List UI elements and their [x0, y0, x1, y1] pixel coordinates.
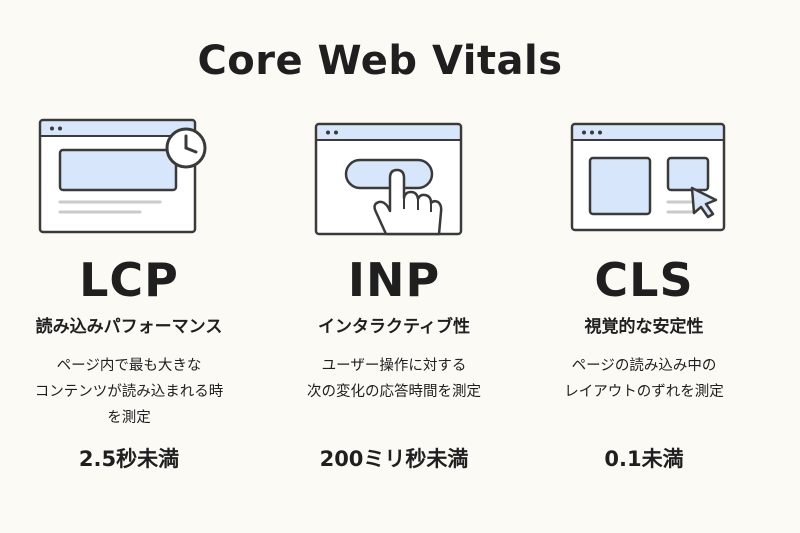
- metric-inp: INP インタラクティブ性 ユーザー操作に対する 次の変化の応答時間を測定 20…: [282, 255, 506, 473]
- metric-acronym: LCP: [79, 253, 179, 307]
- metric-description-line: レイアウトのずれを測定: [564, 384, 724, 400]
- cursor-icon: [690, 186, 718, 219]
- page-title: Core Web Vitals: [197, 38, 563, 84]
- metric-threshold: 0.1未満: [604, 447, 684, 471]
- browser-window-tap-icon: [314, 122, 463, 236]
- metric-description-line: ユーザー操作に対する: [321, 358, 467, 374]
- browser-window-cursor-icon: [570, 122, 726, 232]
- illustrations: [38, 118, 726, 236]
- metric-cls: CLS 視覚的な安定性 ページの読み込み中の レイアウトのずれを測定 0.1未満: [538, 255, 750, 473]
- metric-name: インタラクティブ性: [318, 317, 470, 337]
- metric-description: ページの読み込み中の レイアウトのずれを測定: [538, 353, 750, 431]
- metric-description-line: を測定: [107, 410, 151, 426]
- metric-threshold: 2.5秒未満: [78, 447, 180, 471]
- metric-description-line: 次の変化の応答時間を測定: [307, 384, 481, 400]
- metric-description-line: ページの読み込み中の: [571, 358, 717, 374]
- metric-description-line: コンテンツが読み込まれる時: [34, 384, 224, 400]
- metric-description: ページ内で最も大きな コンテンツが読み込まれる時 を測定: [10, 353, 248, 431]
- metric-description: ユーザー操作に対する 次の変化の応答時間を測定: [282, 353, 506, 431]
- browser-window-clock-icon: [38, 118, 207, 234]
- metric-threshold: 200ミリ秒未満: [319, 447, 469, 471]
- tapping-hand-icon: [373, 168, 443, 236]
- clock-icon: [165, 127, 207, 169]
- metric-name: 視覚的な安定性: [584, 317, 704, 337]
- metric-name: 読み込みパフォーマンス: [35, 317, 223, 337]
- metric-acronym: INP: [347, 253, 441, 307]
- metric-lcp: LCP 読み込みパフォーマンス ページ内で最も大きな コンテンツが読み込まれる時…: [10, 255, 248, 473]
- metric-acronym: CLS: [594, 253, 694, 307]
- metric-description-line: ページ内で最も大きな: [56, 358, 202, 374]
